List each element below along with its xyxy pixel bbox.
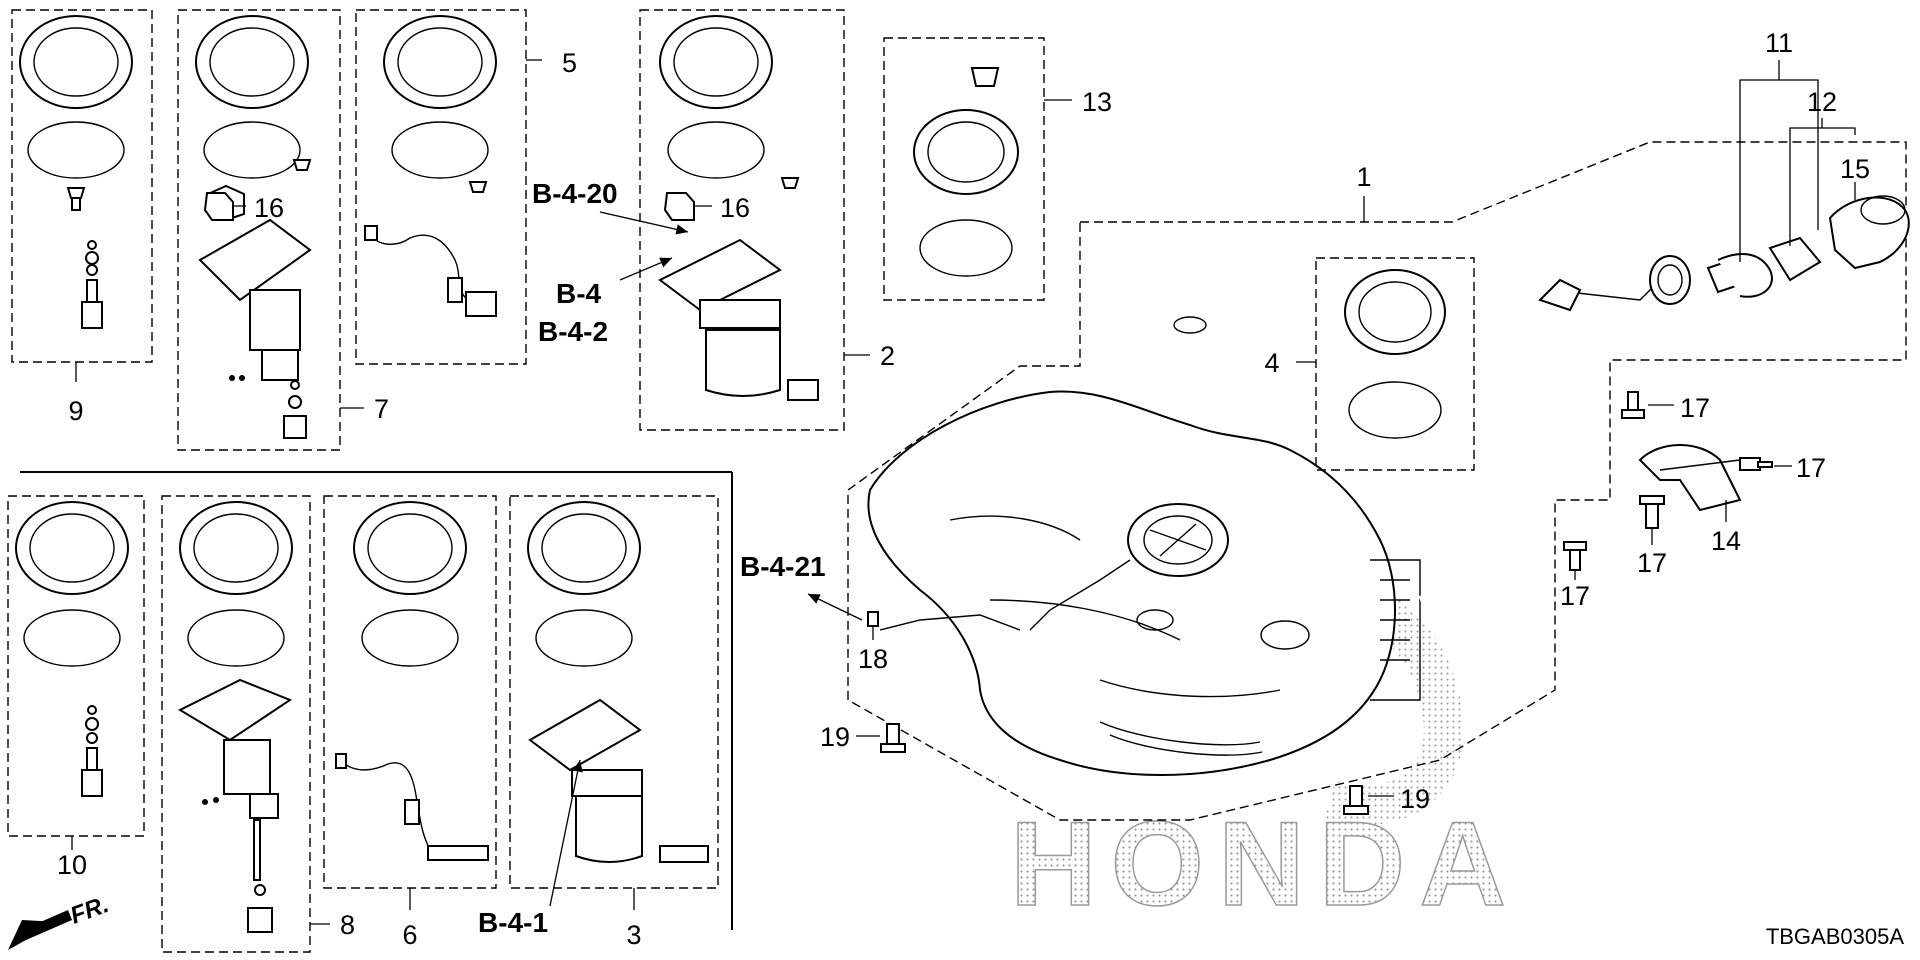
label-part-7: 7 [374,394,389,424]
label-part-11: 11 [1765,28,1793,58]
kit-13 [883,37,1045,301]
ref-b-4-21: B-4-21 [740,551,826,582]
kit-4 [1315,257,1475,471]
label-part-17-b: 17 [1796,453,1826,483]
label-part-2: 2 [880,341,895,371]
label-part-14: 14 [1711,526,1741,556]
part-16-connector-a [203,192,234,221]
watermark-text: HONDA [1010,797,1520,931]
fuel-tank-body [867,316,1421,776]
bolt-19-a [880,723,906,753]
label-part-4: 4 [1264,348,1279,378]
ref-b-4-20: B-4-20 [532,178,618,209]
kit-2 [639,9,845,431]
kit-5 [355,9,527,365]
front-direction-marker: FR. [8,891,112,950]
label-part-5: 5 [562,48,577,78]
kit-9 [11,9,153,363]
label-part-13: 13 [1082,87,1112,117]
label-part-16-a: 16 [254,193,284,223]
label-part-17-c: 17 [1637,548,1667,578]
ref-b-4-1: B-4-1 [478,907,548,938]
bolt-17-c [1639,495,1665,529]
front-label: FR. [67,891,113,930]
bolt-17-a [1621,391,1645,419]
label-part-19-b: 19 [1400,784,1430,814]
label-part-15: 15 [1840,154,1870,184]
label-part-8: 8 [340,910,355,940]
kit-10 [7,495,145,837]
fuel-filler-pipe [879,255,1691,631]
part-18-clip [867,611,879,627]
kit-7 [177,9,341,451]
label-part-18: 18 [858,644,888,674]
clamp-14 [1638,444,1742,512]
ref-b-4: B-4 [556,278,602,309]
bolt-19-b [1343,785,1369,815]
label-part-16-b: 16 [720,193,750,223]
bolt-17-d [1563,541,1587,571]
label-part-9: 9 [68,396,83,426]
kit-3 [509,495,719,889]
label-part-3: 3 [626,920,641,950]
filler-neck-parts [1706,195,1910,298]
kit-6 [323,495,497,889]
label-part-17-d: 17 [1560,581,1590,611]
label-part-12: 12 [1807,87,1837,117]
label-part-1: 1 [1356,162,1371,192]
bolt-17-b [1739,457,1773,471]
label-part-19-a: 19 [820,722,850,752]
ref-b-4-2: B-4-2 [538,316,608,347]
label-part-17-a: 17 [1680,393,1710,423]
label-part-6: 6 [402,920,417,950]
diagram-code: TBGAB0305A [1766,924,1905,949]
fuel-tank-assembly-box [847,141,1907,821]
part-16-connector-b [663,192,695,221]
kit-8 [161,495,311,953]
label-part-10: 10 [57,850,87,880]
